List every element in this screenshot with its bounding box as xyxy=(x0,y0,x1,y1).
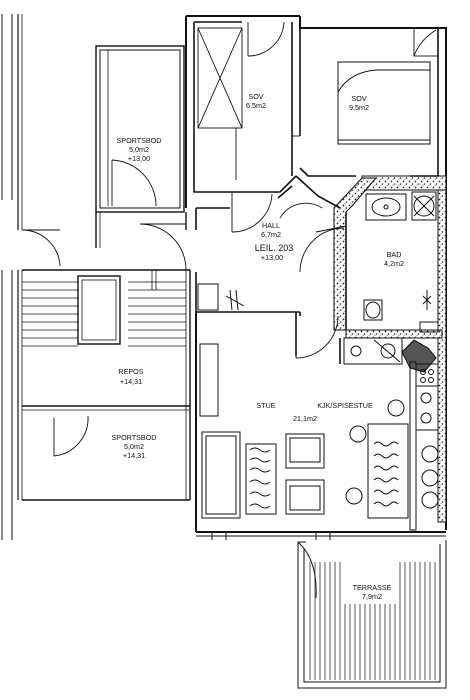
bad-name: BAD xyxy=(387,250,402,259)
living-furniture xyxy=(199,343,439,519)
double-bed xyxy=(337,61,431,145)
terrasse-name: TERRASSE xyxy=(353,583,392,592)
sportsbod-top-name: SPORTSBOD xyxy=(117,136,162,145)
terrace xyxy=(297,540,447,689)
room-labels: SOV 6,5m2 SOV 9,5m2 SPORTSBOD 5,0m2 +13,… xyxy=(112,92,404,601)
sov2-name: SOV xyxy=(351,94,366,103)
repos-level: +14,31 xyxy=(120,377,142,386)
bad-area: 4,2m2 xyxy=(384,259,404,268)
terrace-boards xyxy=(309,562,436,680)
bathroom-fixtures xyxy=(363,191,439,333)
sportsbod-top-area: 5,0m2 xyxy=(129,145,149,154)
sportsbod-bottom-area: 5,0m2 xyxy=(124,442,144,451)
kitchen xyxy=(343,337,439,531)
stair-treads xyxy=(22,270,186,347)
kjk-name: KJK/SPISESTUE xyxy=(317,401,373,410)
sov1-area: 6,5m2 xyxy=(246,101,266,110)
sportsbod-top-level: +13,00 xyxy=(128,154,150,163)
sov2-area: 9,5m2 xyxy=(349,103,369,112)
sportsbod-bottom-level: +14,31 xyxy=(123,451,145,460)
bottom-windows xyxy=(196,532,446,540)
terrasse-area: 7,9m2 xyxy=(362,592,382,601)
repos-name: REPOS xyxy=(118,367,143,376)
unit-name: LEIL. 203 xyxy=(255,243,294,253)
stue-name: STUE xyxy=(256,401,275,410)
sov1-name: SOV xyxy=(248,92,263,101)
stairwell-block xyxy=(1,14,191,540)
interior-walls xyxy=(193,21,439,364)
exterior-walls xyxy=(185,15,447,533)
hall-area: 6,7m2 xyxy=(261,230,281,239)
sportsbod-bottom-name: SPORTSBOD xyxy=(112,433,157,442)
unit-level: +13,00 xyxy=(261,253,283,262)
door-swings xyxy=(21,21,439,457)
insulated-walls xyxy=(333,175,447,523)
kjk-area: 21,1m2 xyxy=(293,414,317,423)
hall-name: HALL xyxy=(262,221,280,230)
hall-fixtures xyxy=(197,283,245,311)
